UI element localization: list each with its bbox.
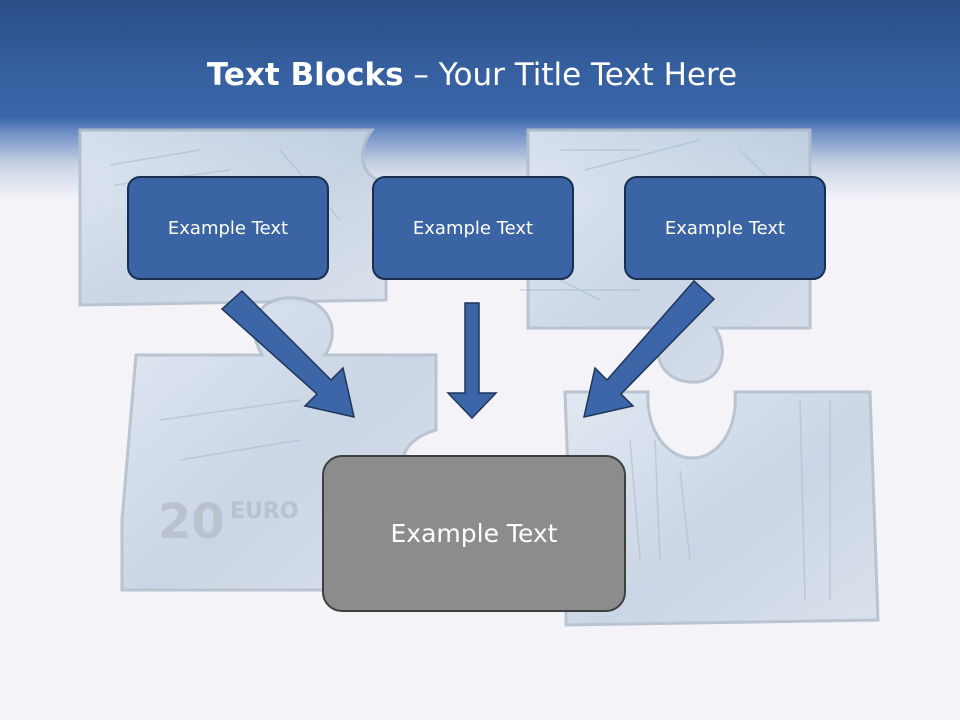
text-block-right[interactable]: Example Text [624,176,826,280]
title-bold-text: Text Blocks [206,57,404,93]
banknote-texture [109,139,831,601]
text-block-bottom-label: Example Text [390,519,558,548]
title-regular-text: Your Title Text Here [438,57,738,93]
text-block-left[interactable]: Example Text [127,176,329,280]
title-dash: – [403,57,439,93]
text-block-middle[interactable]: Example Text [372,176,574,280]
banknote-currency: EURO [230,499,299,524]
text-block-left-label: Example Text [167,217,289,239]
text-block-middle-label: Example Text [412,217,534,239]
slide-title: Text Blocks – Your Title Text Here [0,52,944,98]
banknote-number: 20 [158,494,225,550]
text-block-bottom[interactable]: Example Text [322,455,626,612]
text-block-right-label: Example Text [664,217,786,239]
